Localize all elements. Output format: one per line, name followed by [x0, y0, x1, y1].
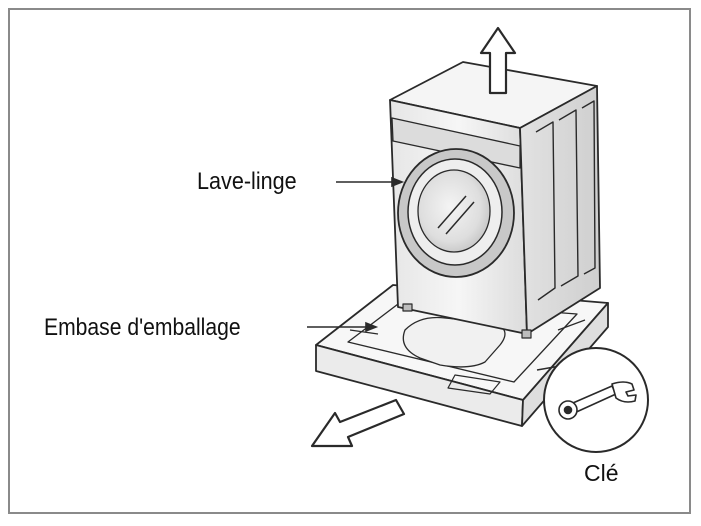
- arrow-up-icon: [479, 26, 517, 95]
- wrench-icon: [558, 381, 637, 420]
- packaging-base-label: Embase d'emballage: [44, 314, 241, 341]
- key-label: Clé: [584, 460, 619, 486]
- washing-machine-label: Lave-linge: [197, 168, 297, 195]
- washing-machine: [389, 61, 601, 339]
- leader-lines: [307, 176, 405, 333]
- arrow-down-left-icon: [310, 398, 406, 448]
